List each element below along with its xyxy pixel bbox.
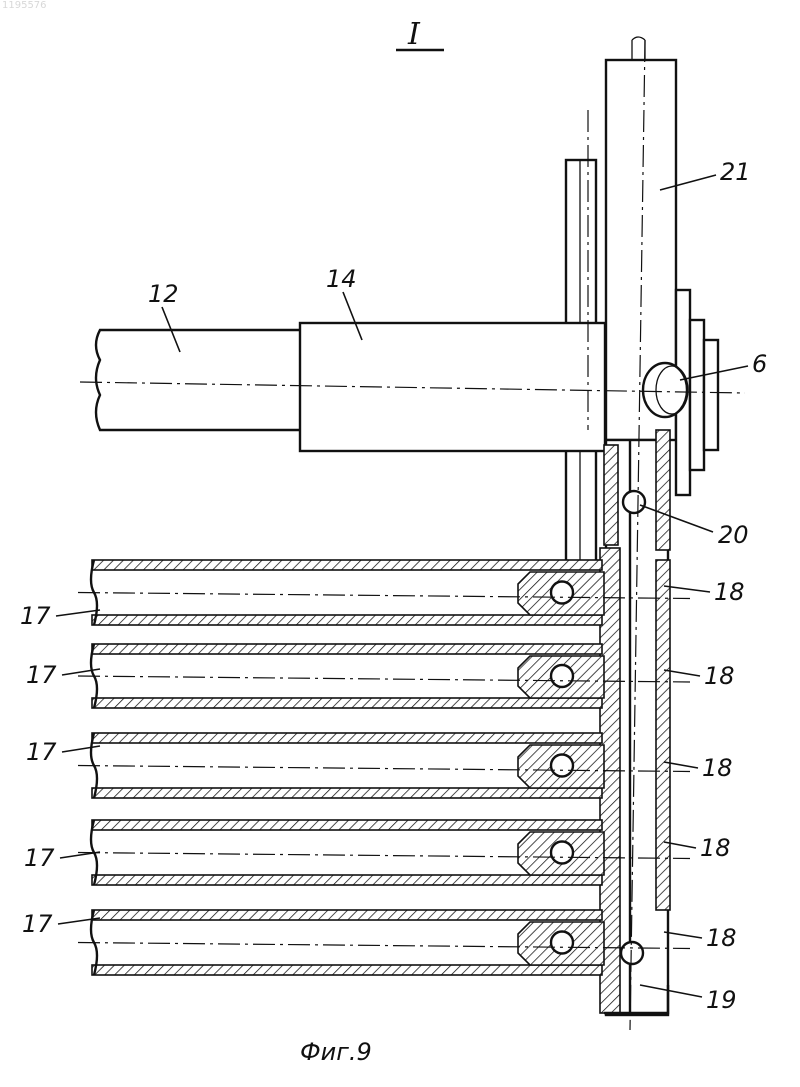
tube-wall-bottom xyxy=(92,965,602,975)
pin xyxy=(551,582,573,604)
label-18: 18 xyxy=(704,662,735,690)
leader-17 xyxy=(62,746,100,752)
tube-wall-top xyxy=(92,560,602,570)
label-18: 18 xyxy=(714,578,745,606)
pin xyxy=(551,932,573,954)
tube-wall-top xyxy=(92,820,602,830)
tube-wall-top xyxy=(92,910,602,920)
tube-wall-bottom xyxy=(92,698,602,708)
shaft-12 xyxy=(96,330,300,430)
label-17: 17 xyxy=(24,844,55,872)
leader-18 xyxy=(664,932,702,938)
tube-wall-bottom xyxy=(92,875,602,885)
pin xyxy=(551,842,573,864)
label-17: 17 xyxy=(26,661,57,689)
tube-wall-top xyxy=(92,644,602,654)
label-18: 18 xyxy=(702,754,733,782)
sleeve-14 xyxy=(300,323,605,451)
tube-wall-bottom xyxy=(92,615,602,625)
tube-wall-bottom xyxy=(92,788,602,798)
label-18: 18 xyxy=(700,834,731,862)
label-14: 14 xyxy=(326,265,357,293)
label-18: 18 xyxy=(706,924,737,952)
label-17: 17 xyxy=(20,602,51,630)
label-12: 12 xyxy=(148,280,179,308)
label-19: 19 xyxy=(706,986,737,1014)
label-6: 6 xyxy=(752,350,767,378)
label-17: 17 xyxy=(22,910,53,938)
view-label: I xyxy=(407,17,421,52)
label-20: 20 xyxy=(718,521,749,549)
pin xyxy=(551,755,573,777)
label-17: 17 xyxy=(26,738,57,766)
label-21: 21 xyxy=(720,158,751,186)
leader-17 xyxy=(58,918,100,924)
pin xyxy=(551,665,573,687)
figure-caption: Фиг.9 xyxy=(300,1038,372,1066)
leader-18 xyxy=(664,586,710,592)
tube-wall-top xyxy=(92,733,602,743)
